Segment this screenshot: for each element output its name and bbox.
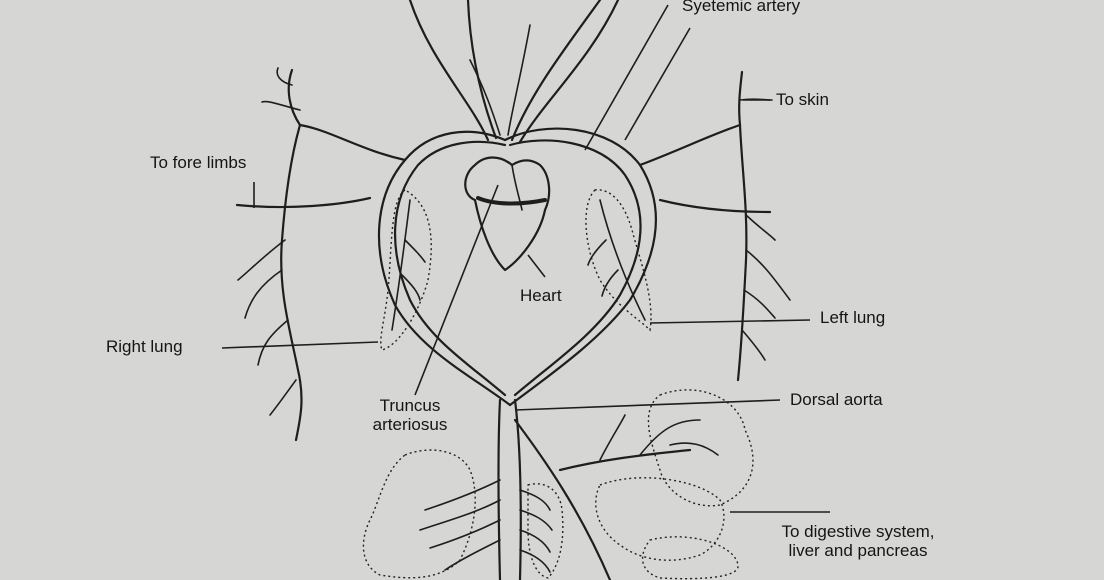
systemic-arches (377, 127, 658, 407)
left-lung-label: Left lung (820, 308, 886, 327)
digestive-system-label: To digestive system, liver and pancreas (748, 522, 968, 560)
to-skin-label: To skin (776, 90, 829, 109)
right-lung-shape (380, 189, 432, 351)
digestive-label-line2: liver and pancreas (788, 541, 928, 560)
dorsal-aorta (497, 398, 719, 580)
digestive-label-line1: To digestive system, (781, 522, 935, 541)
truncus-arteriosus-label: Truncus arteriosus (360, 396, 460, 434)
left-lung-shape (585, 189, 652, 332)
truncus-label-line1: Truncus (379, 396, 441, 415)
heart-shape (464, 156, 551, 272)
to-fore-limbs-label: To fore limbs (150, 153, 247, 172)
viscera-outlines (362, 389, 754, 580)
kidney-vessels (419, 479, 553, 573)
dorsal-aorta-label: Dorsal aorta (790, 390, 883, 409)
carotid-arteries (408, 0, 620, 144)
leader-lines (221, 4, 830, 513)
right-lung-label: Right lung (106, 337, 183, 356)
systemic-artery-label: Syetemic artery (682, 0, 801, 15)
heart-label: Heart (520, 286, 562, 305)
subclavian-branches (235, 67, 791, 442)
truncus-label-line2: arteriosus (372, 415, 448, 434)
